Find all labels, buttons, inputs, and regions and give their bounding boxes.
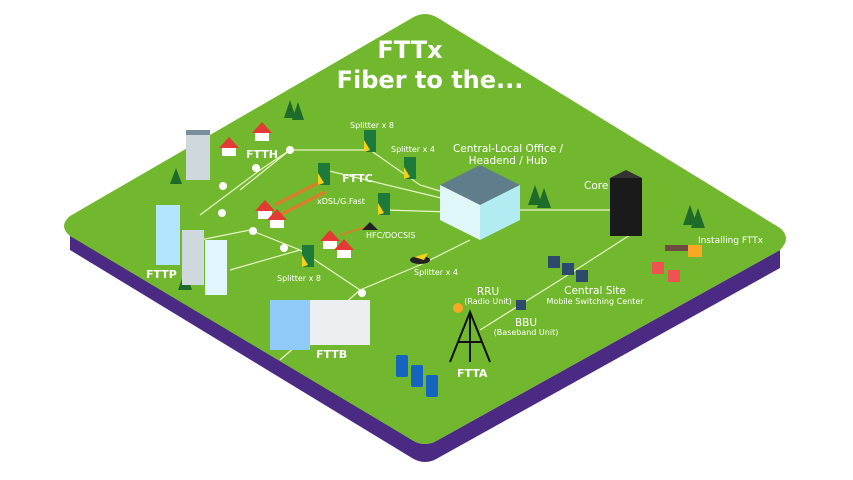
cell-tower-icon [449, 303, 491, 363]
mobile-phone-icon [396, 355, 438, 397]
label-xdsl: xDSL/G.Fast [317, 197, 365, 206]
label-installing-fttx: Installing FTTx [698, 236, 764, 246]
label-bbu: BBU [515, 317, 537, 329]
label-rru: RRU [477, 286, 499, 298]
apartment-building-icon [156, 130, 370, 350]
label-central-office-1: Central-Local Office / [453, 143, 564, 155]
fiber-nodes [218, 146, 366, 297]
label-ftta: FTTA [457, 367, 488, 380]
label-core: Core [584, 180, 608, 192]
label-fttb: FTTB [316, 348, 347, 361]
label-rru-sub: (Radio Unit) [464, 297, 512, 306]
label-splitter-x4-bottom: Splitter x 4 [414, 268, 458, 277]
bbu-icon [516, 300, 526, 310]
label-fttp: FTTP [146, 268, 177, 281]
platform-ground [64, 14, 786, 444]
label-ftth: FTTH [246, 148, 278, 161]
central-site-switch-icon [548, 256, 588, 282]
title-line2: Fiber to the... [337, 66, 524, 94]
central-office-building-icon [440, 165, 520, 240]
construction-site-icon [652, 245, 702, 282]
label-hfc: HFC/DOCSIS [366, 231, 415, 240]
label-central-office-2: Headend / Hub [469, 155, 548, 167]
label-msc: Mobile Switching Center [546, 297, 644, 306]
label-central-site: Central Site [564, 285, 626, 297]
label-splitter-x8-top: Splitter x 8 [350, 121, 394, 130]
title-line1: FTTx [377, 36, 443, 64]
label-bbu-sub: (Baseband Unit) [494, 328, 559, 337]
house-icon [219, 122, 354, 258]
label-splitter-x4-top: Splitter x 4 [391, 145, 435, 154]
core-server-rack-icon [610, 170, 642, 236]
splitter-icon [302, 130, 430, 267]
label-splitter-x8-bottom: Splitter x 8 [277, 274, 321, 283]
label-fttc: FTTC [342, 172, 373, 185]
